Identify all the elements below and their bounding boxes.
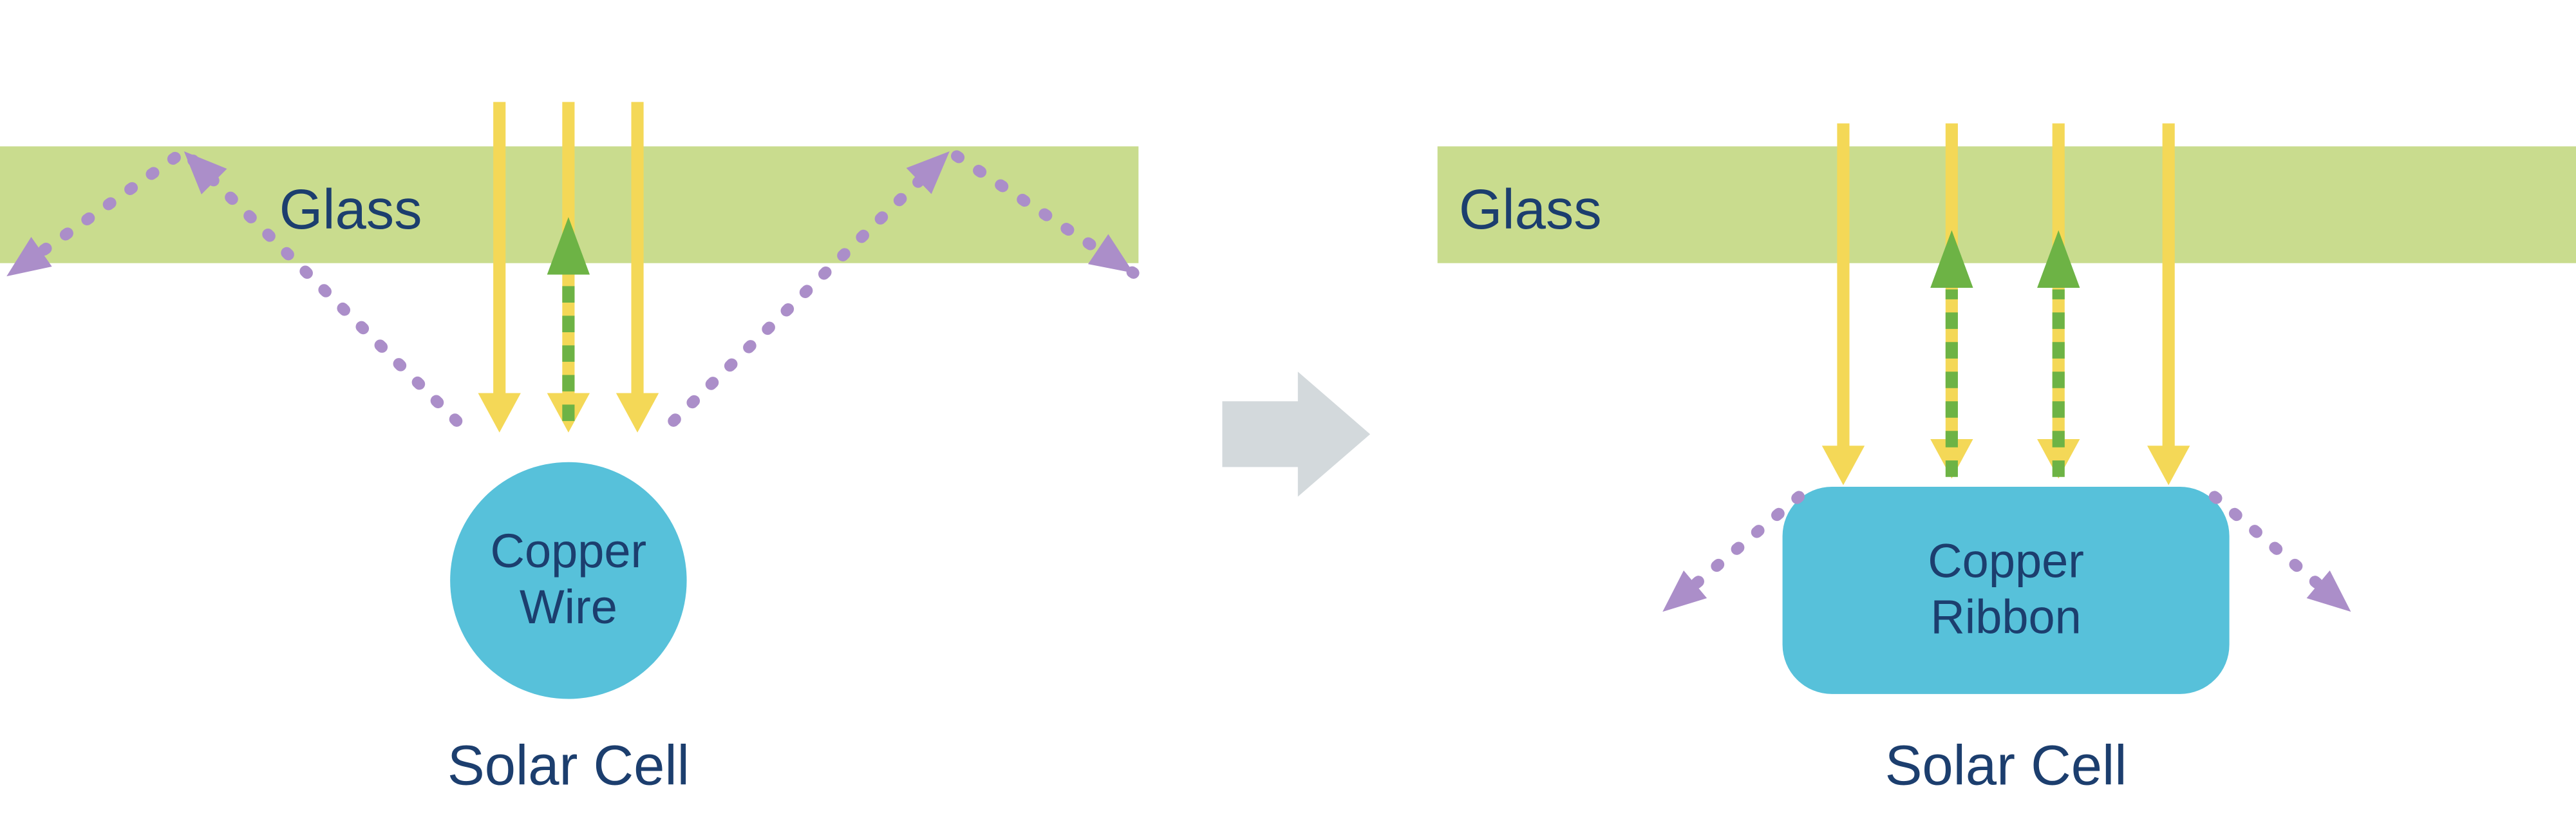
glass-layer <box>1437 146 2576 263</box>
scattered-light-path-icon <box>2208 491 2357 618</box>
scattered-light-arrowhead-icon <box>183 151 227 194</box>
copper-wire-shape <box>450 462 687 699</box>
scattered-light-path-icon <box>1657 491 1805 618</box>
glass-label: Glass <box>1459 178 1602 241</box>
transition-arrow-icon <box>1222 372 1371 497</box>
reflected-light-arrows <box>1930 230 2080 477</box>
copper-wire-label-line2: Wire <box>520 580 617 634</box>
glass-label: Glass <box>279 178 422 241</box>
sunlight-arrowhead-icon <box>2037 438 2080 479</box>
right-panel: Glass Copper Ribbon Solar Cell <box>1437 123 2576 796</box>
reflected-light-arrowhead-icon <box>2037 230 2080 288</box>
reflected-light-arrows <box>547 217 590 421</box>
solar-cell-label: Solar Cell <box>1885 734 2127 796</box>
scattered-light-arrowhead-icon <box>6 237 52 277</box>
reflected-light-arrowhead-icon <box>547 217 590 275</box>
scattered-light-arrowhead-icon <box>906 151 950 194</box>
copper-ribbon-label-line2: Ribbon <box>1930 590 2081 643</box>
sunlight-arrowhead-icon <box>1930 438 1973 479</box>
sunlight-arrowhead-icon <box>616 393 659 433</box>
reflected-light-arrowhead-icon <box>1930 230 1973 288</box>
sunlight-arrowhead-icon <box>1821 446 1865 485</box>
scattered-light-arrows <box>1 144 1140 427</box>
solar-cell-label: Solar Cell <box>447 734 690 796</box>
scattered-light-path-icon <box>1 144 463 427</box>
scattered-light-arrowhead-icon <box>2306 570 2351 612</box>
scattered-light-arrowhead-icon <box>1087 234 1134 273</box>
scattered-light-arrows <box>1657 491 2357 618</box>
left-panel: Glass Copper Wire Solar Cell <box>0 102 1140 796</box>
sunlight-arrowhead-icon <box>478 393 521 433</box>
scattered-light-path-icon <box>668 144 1140 427</box>
copper-wire-label-line1: Copper <box>491 524 647 578</box>
scattered-light-arrowhead-icon <box>1662 570 1707 612</box>
copper-ribbon-shape <box>1782 487 2230 694</box>
sunlight-arrowhead-icon <box>2147 446 2190 485</box>
copper-ribbon-label-line1: Copper <box>1928 534 2084 587</box>
